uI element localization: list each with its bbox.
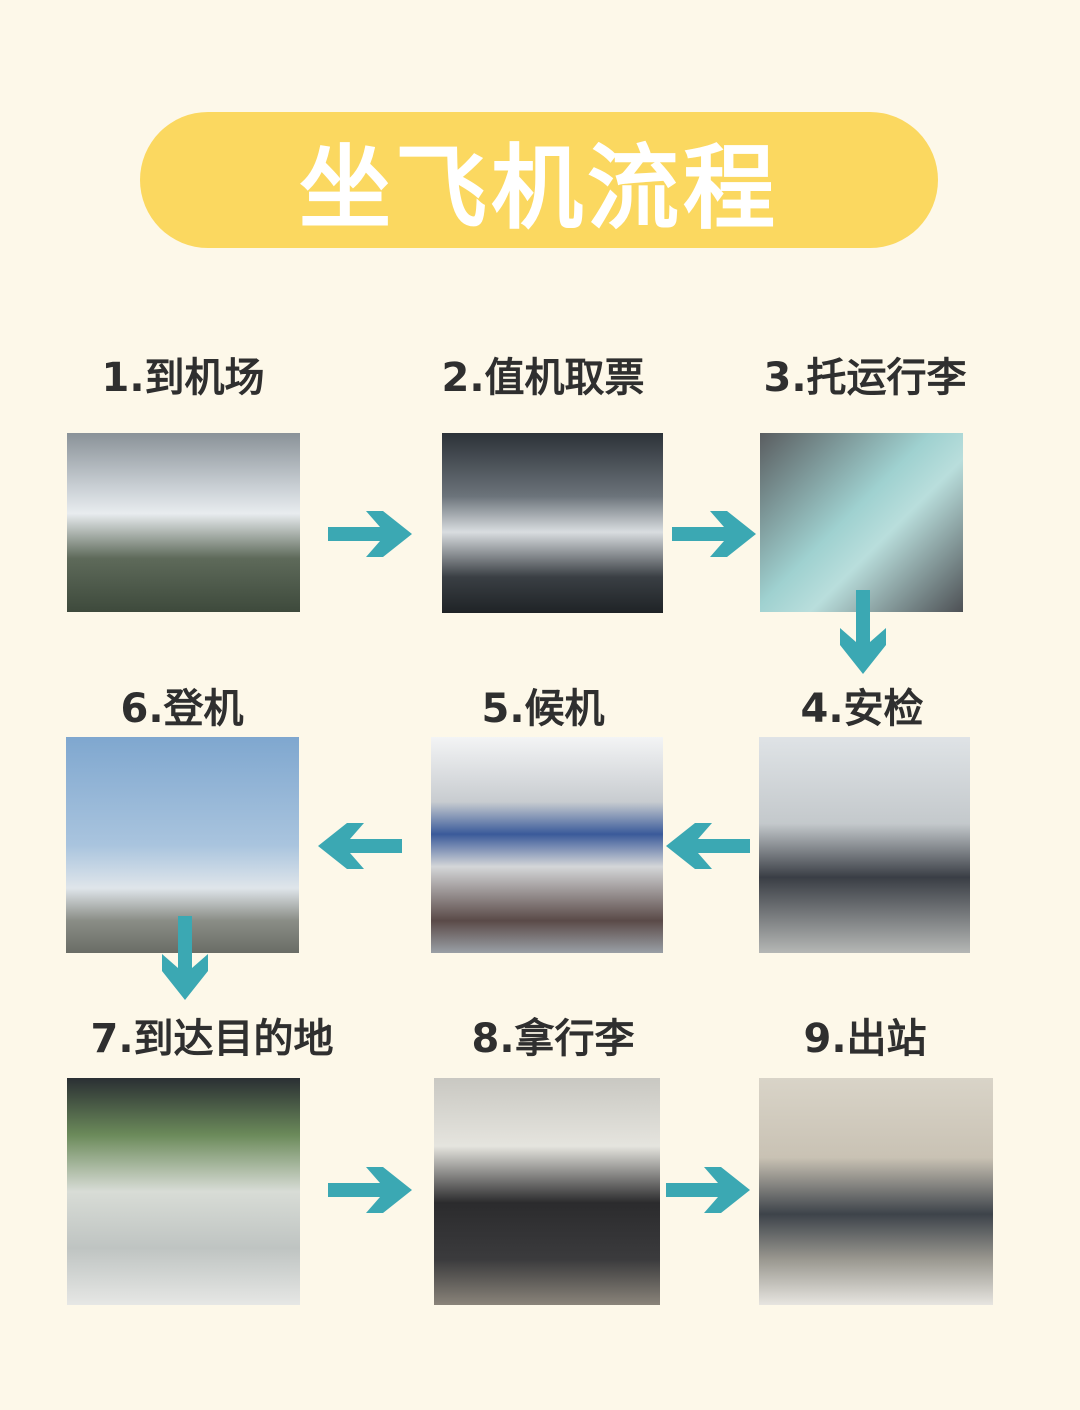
step-5-label: 5.候机 <box>481 686 605 732</box>
arrow-right-icon <box>328 511 412 557</box>
step-5-photo <box>431 737 663 953</box>
step-2-photo <box>442 433 663 613</box>
step-4-label: 4.安检 <box>800 686 924 732</box>
arrow-right-icon <box>666 1167 750 1213</box>
step-7-label: 7.到达目的地 <box>90 1016 334 1062</box>
step-9-label: 9.出站 <box>803 1016 927 1062</box>
arrow-down-icon <box>162 916 208 1000</box>
step-7-photo <box>67 1078 300 1305</box>
step-2-label: 2.值机取票 <box>441 355 645 401</box>
step-3-photo <box>760 433 963 612</box>
arrow-down-icon <box>840 590 886 674</box>
arrow-right-icon <box>328 1167 412 1213</box>
step-1-label: 1.到机场 <box>101 355 265 401</box>
arrow-left-icon <box>666 823 750 869</box>
arrow-left-icon <box>318 823 402 869</box>
step-9-photo <box>759 1078 993 1305</box>
step-6-label: 6.登机 <box>120 686 244 732</box>
step-8-label: 8.拿行李 <box>471 1016 635 1062</box>
step-4-photo <box>759 737 970 953</box>
page-title: 坐飞机流程 <box>298 134 779 242</box>
arrow-right-icon <box>672 511 756 557</box>
title-banner: 坐飞机流程 <box>140 112 938 248</box>
step-8-photo <box>434 1078 660 1305</box>
step-1-photo <box>67 433 300 612</box>
step-3-label: 3.托运行李 <box>763 355 967 401</box>
